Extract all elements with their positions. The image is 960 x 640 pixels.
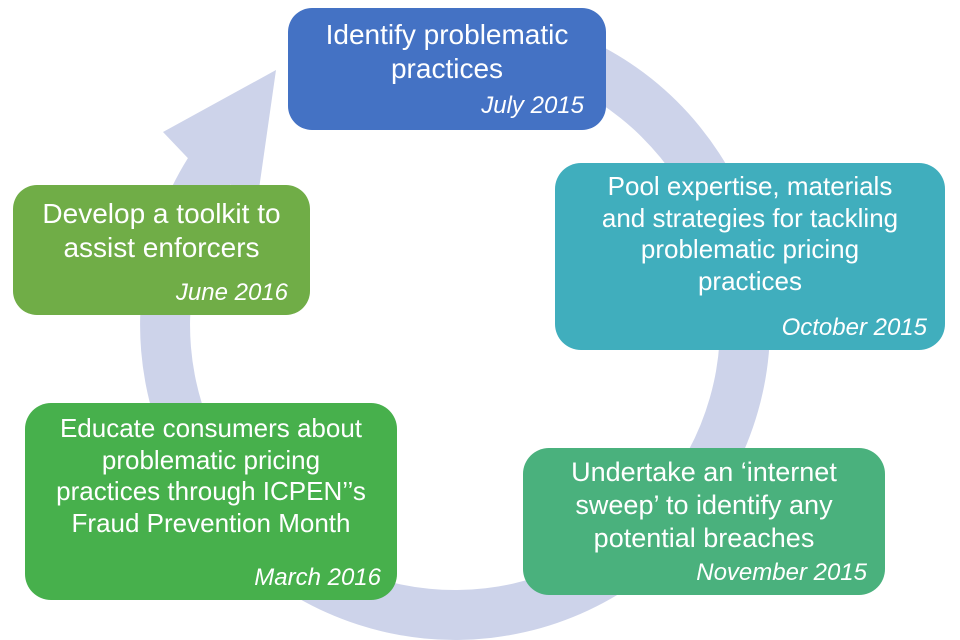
step-box-internet-sweep: Undertake an ‘internet sweep’ to identif…: [523, 448, 885, 595]
step-label: Educate consumers about problematic pric…: [56, 413, 366, 539]
step-label: Pool expertise, materials and strategies…: [601, 171, 899, 297]
step-date: October 2015: [781, 314, 927, 341]
step-label: Identify problematic practices: [325, 19, 569, 85]
step-date: June 2016: [175, 279, 288, 306]
step-box-develop-toolkit: Develop a toolkit to assist enforcers Ju…: [13, 185, 310, 315]
step-label: Develop a toolkit to assist enforcers: [42, 198, 281, 264]
step-date: July 2015: [481, 92, 584, 119]
step-date: November 2015: [696, 559, 867, 586]
step-box-identify-practices: Identify problematic practices July 2015: [288, 8, 606, 130]
step-box-pool-expertise: Pool expertise, materials and strategies…: [555, 163, 945, 350]
step-box-educate-consumers: Educate consumers about problematic pric…: [25, 403, 397, 600]
step-label: Undertake an ‘internet sweep’ to identif…: [571, 457, 837, 553]
step-date: March 2016: [254, 564, 381, 591]
